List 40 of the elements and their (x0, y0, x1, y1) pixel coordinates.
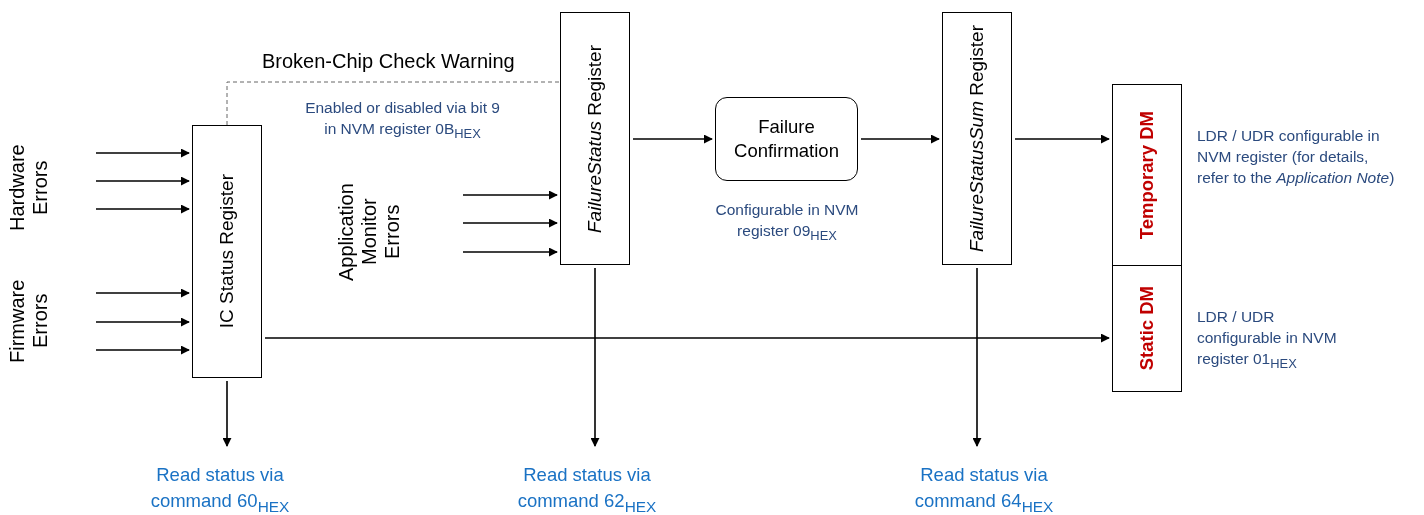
memory-box (1112, 265, 1182, 392)
process-label: Failure Confirmation (733, 114, 840, 163)
error-source-label: Application Monitor Errors (335, 172, 460, 292)
memory-label: Static DM (1134, 286, 1158, 371)
register-label: FailureStatus Register (582, 44, 606, 233)
register-label: IC Status Register (214, 174, 238, 329)
memory-box (1112, 84, 1182, 266)
process-box (715, 97, 858, 181)
annotation-note: LDR / UDR configurable in NVM register (for details, refer to the Application Note) (1197, 126, 1396, 188)
dashed-connector (226, 81, 561, 126)
arrow (222, 380, 232, 447)
arrow (95, 176, 190, 186)
arrow (95, 317, 190, 327)
read-status-note: Read status via command 60$_{HEX}$ (140, 462, 300, 514)
arrow (1014, 134, 1110, 144)
arrow (462, 218, 558, 228)
arrow (264, 333, 1110, 343)
arrow (590, 267, 600, 447)
arrow (462, 190, 558, 200)
annotation-note: LDR / UDR configurable in NVM register 01$_{HEX}$ (1197, 307, 1337, 373)
read-status-note: Read status via command 62$_{HEX}$ (507, 462, 667, 514)
error-source-label: Firmware Errors (6, 268, 93, 373)
register-box (192, 125, 262, 378)
arrow (860, 134, 940, 144)
arrow (632, 134, 713, 144)
register-box (560, 12, 630, 265)
register-label: FailureStatusSum Register (964, 24, 988, 252)
annotation-note: Enabled or disabled via bit 9 in NVM register 0B$_{HEX}$ (304, 98, 501, 143)
memory-label: Temporary DM (1134, 110, 1158, 240)
edge-label: Broken-Chip Check Warning (262, 50, 515, 73)
error-source-label: Hardware Errors (6, 135, 93, 240)
arrow (95, 148, 190, 158)
arrow (462, 247, 558, 257)
arrow (95, 288, 190, 298)
arrow (95, 204, 190, 214)
annotation-note: Configurable in NVM register 09$_{HEX}$ (714, 200, 860, 245)
arrow (972, 267, 982, 447)
arrow (95, 345, 190, 355)
register-box (942, 12, 1012, 265)
read-status-note: Read status via command 64$_{HEX}$ (904, 462, 1064, 514)
